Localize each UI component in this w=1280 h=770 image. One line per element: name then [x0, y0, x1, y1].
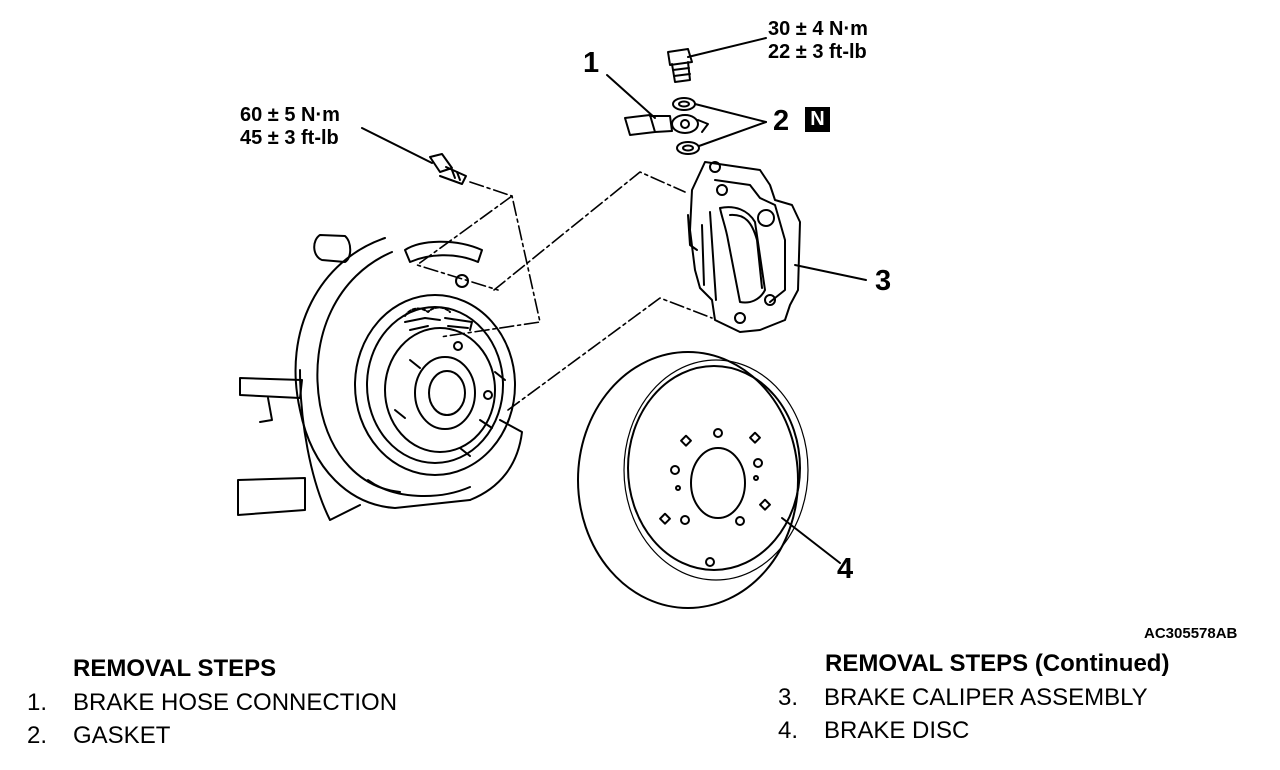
torque-imperial: 45 ± 3 ft-lb: [240, 127, 339, 149]
torque-imperial: 22 ± 3 ft-lb: [768, 41, 867, 63]
parking-brake-and-hub: [354, 274, 516, 476]
step-item: 1. BRAKE HOSE CONNECTION: [27, 689, 397, 717]
step-label: BRAKE DISC: [824, 717, 970, 744]
torque-metric: 60 ± 5 N·m: [240, 104, 340, 126]
step-label: GASKET: [73, 722, 171, 749]
torque-spec-caliper-bolt: 60 ± 5 N·m 45 ± 3 ft-lb: [240, 104, 340, 150]
callout-1: 1: [583, 47, 600, 79]
callout-4: 4: [837, 553, 854, 585]
removal-steps-continued-title: REMOVAL STEPS (Continued): [825, 650, 1170, 677]
brake-hose-connection: [624, 114, 709, 136]
step-item: 4. BRAKE DISC: [778, 717, 969, 745]
exploded-brake-diagram: [237, 37, 867, 609]
callout-3: 3: [875, 265, 892, 297]
union-bolt: [667, 48, 693, 83]
steering-knuckle: [237, 234, 361, 521]
new-part-mark: N: [805, 107, 830, 132]
step-number: 2.: [27, 722, 48, 749]
torque-metric: 30 ± 4 N·m: [768, 18, 868, 40]
figure-reference: AC305578AB: [1144, 625, 1238, 642]
step-item: 2. GASKET: [27, 722, 170, 750]
step-number: 3.: [778, 684, 799, 711]
step-item: 3. BRAKE CALIPER ASSEMBLY: [778, 684, 1148, 712]
step-number: 1.: [27, 689, 48, 716]
assembly-lines: [416, 171, 713, 411]
step-label: BRAKE HOSE CONNECTION: [73, 689, 398, 716]
step-number: 4.: [778, 717, 799, 744]
brake-caliper-assembly: [687, 161, 801, 333]
gaskets: [672, 97, 700, 155]
step-label: BRAKE CALIPER ASSEMBLY: [824, 684, 1148, 711]
torque-spec-union-bolt: 30 ± 4 N·m 22 ± 3 ft-lb: [768, 18, 868, 64]
leader-lines: [361, 37, 867, 564]
backing-plate: [294, 237, 523, 509]
callout-2: 2: [773, 105, 790, 137]
removal-steps-title: REMOVAL STEPS: [73, 655, 277, 682]
caliper-mounting-bolt: [429, 153, 467, 185]
brake-disc: [577, 351, 809, 609]
